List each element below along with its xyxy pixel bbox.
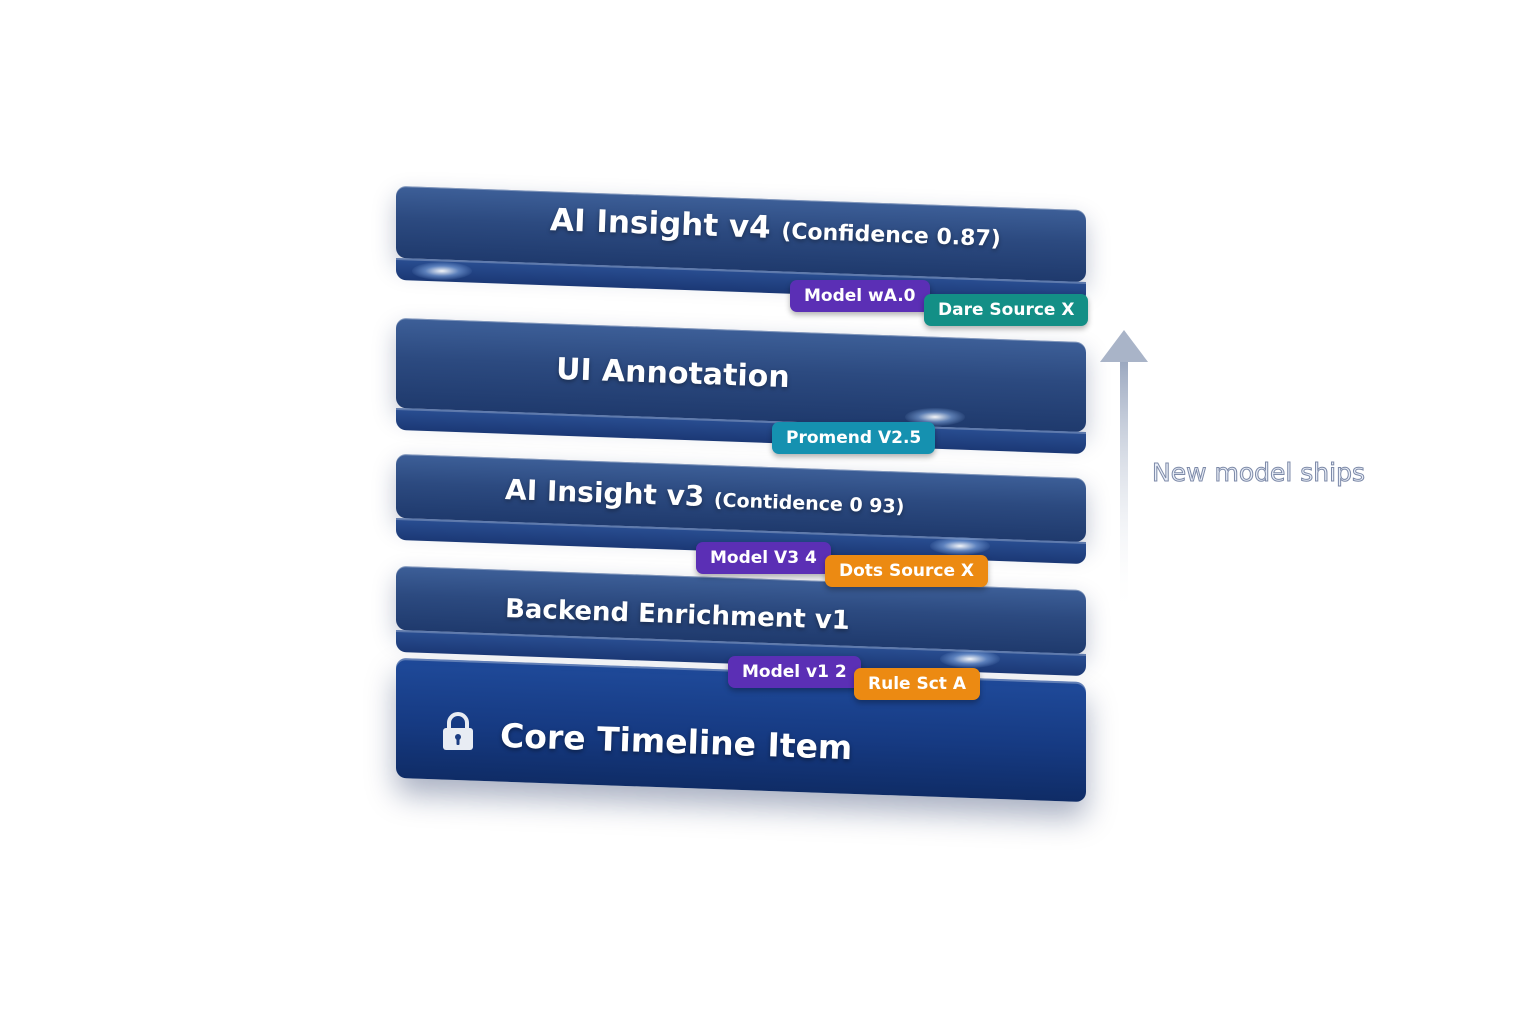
badge-dots-source-x: Dots Source X xyxy=(825,555,988,587)
edge-glow xyxy=(412,262,472,280)
new-model-ships-label: New model ships xyxy=(1152,458,1366,488)
ai-insight-v3-title-text: AI Insight v3 xyxy=(504,473,705,513)
badge-promend-v2-5: Promend V2.5 xyxy=(772,422,936,454)
badge-model-wa-0: Model wA.0 xyxy=(790,280,930,312)
ai-insight-v3-confidence: (Contidence 0 93) xyxy=(713,489,905,518)
slab-edge-gap xyxy=(396,413,484,430)
edge-glow xyxy=(940,650,1000,668)
edge-glow xyxy=(930,537,990,555)
ai-insight-v4-confidence: (Confidence 0.87) xyxy=(780,219,1002,252)
badge-model-v1-2: Model v1 2 xyxy=(728,656,861,688)
edge-glow xyxy=(905,408,965,426)
slab-edge-gap xyxy=(396,635,484,652)
badge-dare-source-x: Dare Source X xyxy=(924,294,1089,326)
up-arrow-icon xyxy=(1100,330,1148,615)
badge-rule-set-a: Rule Sct A xyxy=(854,668,980,700)
ai-insight-v4-title-text: AI Insight v4 xyxy=(549,202,772,246)
lock-icon xyxy=(443,712,473,750)
slab-edge-gap xyxy=(396,523,484,540)
badge-model-v3-4: Model V3 4 xyxy=(696,542,831,574)
